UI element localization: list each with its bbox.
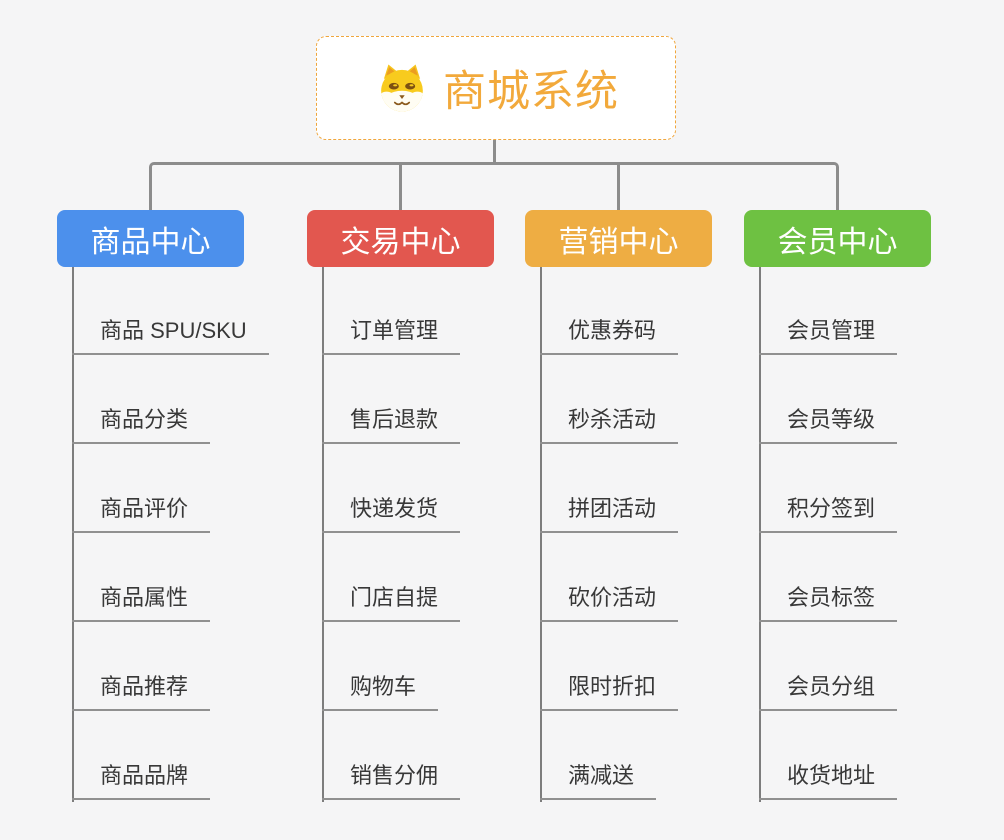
child-node[interactable]: 收货地址	[759, 711, 898, 800]
child-node[interactable]: 快递发货	[322, 444, 461, 533]
dog-mascot-icon	[381, 64, 423, 112]
branch-label: 营销中心	[558, 225, 679, 259]
child-node[interactable]: 商品评价	[72, 444, 211, 533]
branch-spine-trade	[322, 267, 324, 802]
branch-children-marketing: 优惠券码 秒杀活动 拼团活动 砍价活动 限时折扣 满减送	[540, 267, 679, 800]
child-node[interactable]: 会员标签	[759, 533, 898, 622]
branch-member-center[interactable]: 会员中心	[744, 210, 931, 267]
child-node[interactable]: 满减送	[540, 711, 657, 800]
child-node[interactable]: 会员等级	[759, 355, 898, 444]
root-node[interactable]: 商城系统	[316, 36, 676, 140]
child-node[interactable]: 优惠券码	[540, 267, 679, 355]
child-node[interactable]: 购物车	[322, 622, 439, 711]
branch-product-center[interactable]: 商品中心	[57, 210, 244, 267]
branch-label: 商品中心	[90, 225, 211, 259]
root-title: 商城系统	[443, 68, 619, 116]
child-node[interactable]: 会员管理	[759, 267, 898, 355]
branch-children-trade: 订单管理 售后退款 快递发货 门店自提 购物车 销售分佣	[322, 267, 461, 800]
branch-trade-center[interactable]: 交易中心	[307, 210, 494, 267]
child-node[interactable]: 拼团活动	[540, 444, 679, 533]
branch-spine-marketing	[540, 267, 542, 802]
branch-label: 会员中心	[777, 225, 898, 259]
branch-children-member: 会员管理 会员等级 积分签到 会员标签 会员分组 收货地址	[759, 267, 898, 800]
child-node[interactable]: 会员分组	[759, 622, 898, 711]
child-node[interactable]: 售后退款	[322, 355, 461, 444]
child-node[interactable]: 门店自提	[322, 533, 461, 622]
child-node[interactable]: 限时折扣	[540, 622, 679, 711]
child-node[interactable]: 销售分佣	[322, 711, 461, 800]
branch-children-product: 商品 SPU/SKU 商品分类 商品评价 商品属性 商品推荐 商品品牌	[72, 267, 269, 800]
connector-stub-marketing	[617, 163, 620, 210]
branch-label: 交易中心	[340, 225, 461, 259]
child-node[interactable]: 商品品牌	[72, 711, 211, 800]
child-node[interactable]: 秒杀活动	[540, 355, 679, 444]
connector-trunk	[149, 162, 839, 210]
child-node[interactable]: 商品 SPU/SKU	[72, 267, 269, 355]
child-node[interactable]: 积分签到	[759, 444, 898, 533]
branch-spine-member	[759, 267, 761, 802]
child-node[interactable]: 商品分类	[72, 355, 211, 444]
child-node[interactable]: 订单管理	[322, 267, 461, 355]
child-node[interactable]: 商品推荐	[72, 622, 211, 711]
child-node[interactable]: 砍价活动	[540, 533, 679, 622]
connector-stub-trade	[399, 163, 402, 210]
branch-spine-product	[72, 267, 74, 802]
child-node[interactable]: 商品属性	[72, 533, 211, 622]
branch-marketing-center[interactable]: 营销中心	[525, 210, 712, 267]
connector-root-stem	[493, 140, 496, 163]
